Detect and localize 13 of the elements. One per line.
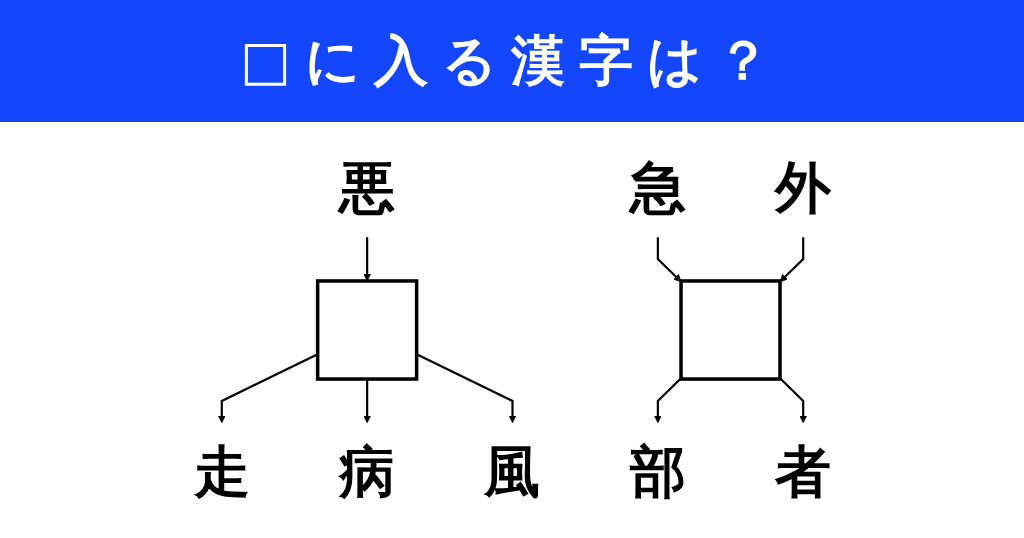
kanji-character: 悪 xyxy=(336,154,396,223)
title: □に入る漢字は？ xyxy=(240,27,784,94)
kanji-character: 風 xyxy=(482,438,541,507)
kanji-character: 者 xyxy=(773,438,832,507)
kanji-character: 急 xyxy=(627,154,687,223)
kanji-character: 外 xyxy=(773,154,832,223)
arrow xyxy=(656,237,681,283)
kanji-character: 部 xyxy=(628,438,687,507)
kanji-character: 病 xyxy=(337,438,396,507)
arrow xyxy=(362,379,371,424)
kanji-character: 走 xyxy=(192,438,251,507)
arrow xyxy=(653,377,682,424)
arrow xyxy=(779,237,804,283)
